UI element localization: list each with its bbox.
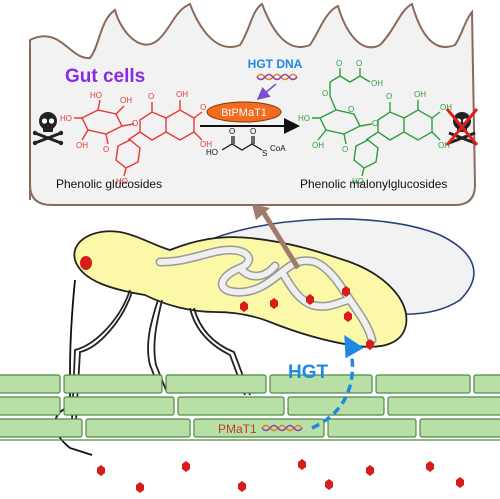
atom-label: HO — [116, 177, 128, 186]
atom-label: OH — [414, 90, 426, 99]
atom-label: OH — [200, 140, 212, 149]
metabolite-hexagon — [240, 301, 248, 312]
atom-label: O — [132, 119, 138, 128]
leaf-cell — [63, 396, 175, 416]
metabolite-hexagon — [325, 479, 333, 490]
leaf-cell — [85, 418, 191, 438]
atom-label: HO — [90, 91, 102, 100]
atom-label: OH — [76, 141, 88, 150]
gene-dna-icon — [261, 424, 303, 432]
enzyme-label: BtPMaT1 — [221, 107, 267, 119]
metabolite-hexagon — [270, 298, 278, 309]
metabolite-hexagon — [456, 477, 464, 488]
crossed-skull-icon — [445, 108, 479, 146]
atom-label: O — [322, 89, 328, 98]
metabolite-hexagon — [426, 461, 434, 472]
leaf-cell — [419, 418, 500, 438]
atom-label: OH — [176, 90, 188, 99]
malonyl-coa-structure — [221, 136, 263, 151]
gut-to-panel-arrow — [259, 208, 301, 270]
gut-to-panel-arrowhead — [252, 204, 270, 220]
metabolite-hexagon — [344, 311, 352, 322]
phloem-metabolites — [97, 459, 464, 493]
atom-label: O — [342, 145, 348, 154]
gene-label: PMaT1 — [218, 422, 257, 436]
coa-label: CoA — [270, 144, 286, 153]
leaf-cell — [387, 396, 500, 416]
metabolite-hexagon — [182, 461, 190, 472]
leaf-tissue — [0, 374, 500, 438]
insect-legs — [71, 289, 251, 421]
atom-label: O — [229, 127, 235, 136]
metabolite-hexagon — [306, 294, 314, 305]
atom-label: S — [262, 149, 267, 158]
hgt-dashed-arrow — [311, 334, 364, 430]
leaf-cell — [375, 374, 471, 394]
skull-icon — [32, 112, 64, 146]
leaf-cell — [0, 396, 61, 416]
atom-label: O — [250, 127, 256, 136]
hgt-dna-arrow — [256, 83, 277, 101]
enzyme-pill — [206, 101, 282, 123]
glucoside-atom-labels: HO HO OH OH O O OH O OH HO O — [60, 90, 212, 186]
hgt-label: HGT — [288, 362, 329, 383]
leaf-cell — [269, 374, 373, 394]
atom-label: HO — [298, 114, 310, 123]
leaf-cell — [165, 374, 267, 394]
metabolite-hexagon — [238, 481, 246, 492]
atom-label: HO — [352, 177, 364, 186]
substrate-caption: Phenolic glucosides — [56, 177, 162, 191]
atom-label: O — [148, 92, 154, 101]
metabolite-hexagon — [136, 482, 144, 493]
metabolite-hexagon — [366, 339, 374, 350]
metabolite-hexagon — [366, 465, 374, 476]
atom-label: O — [356, 59, 362, 68]
metabolite-hexagon — [342, 286, 350, 297]
leaf-cell — [0, 418, 83, 438]
atom-label: OH — [120, 96, 132, 105]
atom-label: OH — [371, 79, 383, 88]
leaf-cell — [0, 374, 61, 394]
atom-label: OH — [312, 141, 324, 150]
atom-label: O — [200, 103, 206, 112]
leaf-cell — [287, 396, 385, 416]
atom-label: O — [372, 119, 378, 128]
gut-metabolites — [240, 286, 374, 350]
atom-label: OH — [438, 141, 450, 150]
malonylglucoside-structure — [312, 68, 441, 177]
atom-label: O — [336, 59, 342, 68]
hgt-dna-label: HGT DNA — [248, 57, 303, 71]
atom-label: OH — [440, 103, 452, 112]
atom-label: HO — [206, 148, 218, 157]
leaf-cell — [193, 418, 325, 438]
atom-label: O — [103, 145, 109, 154]
leaf-cell — [63, 374, 163, 394]
atom-label: O — [386, 92, 392, 101]
leaf-cell — [327, 418, 417, 438]
insect-eye — [80, 256, 92, 270]
metabolite-hexagon — [298, 459, 306, 470]
malonyl-coa-atoms: O O HO S — [206, 127, 267, 158]
dna-helix-icon — [256, 73, 298, 81]
panel-title: Gut cells — [65, 66, 145, 87]
leaf-cell — [177, 396, 285, 416]
leaf-cell — [473, 374, 500, 394]
metabolite-hexagon — [97, 465, 105, 476]
atom-label: HO — [60, 114, 72, 123]
product-caption: Phenolic malonylglucosides — [300, 177, 447, 191]
glucoside-structure — [74, 99, 203, 177]
atom-label: O — [348, 105, 354, 114]
malonylglucoside-atom-labels: O O OH O HO O OH O OH HO OH O OH O — [298, 59, 452, 186]
